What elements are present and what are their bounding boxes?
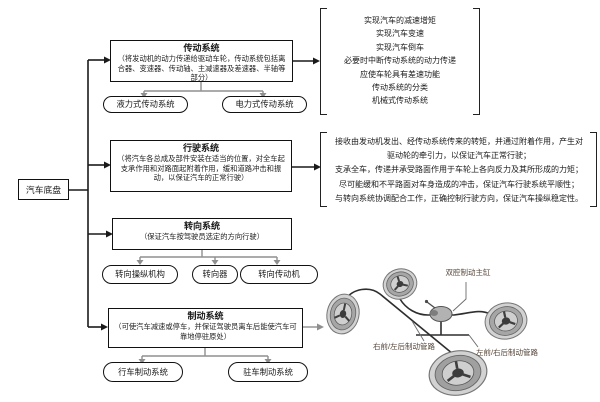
pill-steering-linkage: 转向传动机 bbox=[240, 265, 318, 284]
transmission-function-list: 实现汽车的减速增矩 实现汽车变速 实现汽车倒车 必要时中断传动系统的动力传递 应… bbox=[326, 14, 474, 108]
braking-box: 制动系统 （可使汽车减速或停车，并保证驾驶员离车后能使汽车可靠地停驻原处） bbox=[108, 308, 303, 348]
steering-title: 转向系统 bbox=[183, 221, 220, 231]
wheel-icon bbox=[382, 268, 418, 300]
transmission-desc: （将发动机的动力传递给驱动车轮，传动系统包括离合器、变速器、传动轴、主减速器及差… bbox=[117, 54, 286, 83]
transmission-function-item: 必要时中断传动系统的动力传递 bbox=[344, 56, 456, 66]
master-cylinder-icon bbox=[424, 299, 453, 322]
running-box: 行驶系统 （将汽车各总成及部件安装在适当的位置，对全车起支承作用和对路面起附着作… bbox=[110, 140, 292, 192]
branch-lines-gray bbox=[139, 81, 317, 359]
steering-box: 转向系统 （保证汽车按驾驶员选定的方向行驶） bbox=[112, 218, 292, 250]
pill-parking-brake: 驻车制动系统 bbox=[228, 362, 308, 382]
pill-service-brake: 行车制动系统 bbox=[103, 362, 183, 382]
pill-steering-gear: 转向器 bbox=[192, 265, 238, 284]
pill-hydraulic-transmission: 液力式传动系统 bbox=[103, 96, 188, 113]
transmission-function-item: 传动系统的分类 bbox=[372, 83, 428, 93]
braking-desc: （可使汽车减速或停车，并保证驾驶员离车后能使汽车可靠地停驻原处） bbox=[114, 322, 297, 341]
bracket-right-transmission bbox=[473, 8, 480, 115]
transmission-function-item: 实现汽车变速 bbox=[376, 29, 424, 39]
right-front-left-rear-line-label: 右前/左后制动管路 bbox=[372, 342, 436, 351]
brake-circuit-illustration bbox=[326, 268, 528, 396]
running-function-item: 驱动轮的牵引力，以保证汽车正常行驶； bbox=[387, 151, 531, 161]
left-front-right-rear-line-label: 左前/右后制动管路 bbox=[475, 348, 539, 357]
bracket-right-running bbox=[590, 132, 597, 207]
bracket-left-running bbox=[320, 132, 327, 207]
pill-steering-control: 转向操纵机构 bbox=[102, 265, 178, 284]
transmission-box: 传动系统 （将发动机的动力传递给驱动车轮，传动系统包括离合器、变速器、传动轴、主… bbox=[110, 40, 293, 82]
label-leader-line bbox=[411, 282, 479, 348]
running-title: 行驶系统 bbox=[182, 143, 219, 153]
steering-desc: （保证汽车按驾驶员选定的方向行驶） bbox=[139, 232, 265, 241]
master-cylinder-label: 双腔制动主缸 bbox=[445, 268, 491, 277]
transmission-function-item: 实现汽车倒车 bbox=[376, 42, 424, 52]
chassis-root-box: 汽车底盘 bbox=[18, 179, 69, 200]
running-function-item: 与转向系统协调配合工作，正确控制行驶方向，保证汽车操纵稳定性。 bbox=[335, 193, 583, 203]
arrowheads-black bbox=[101, 56, 321, 331]
wheel-icon bbox=[326, 293, 360, 335]
trunk-line bbox=[68, 59, 314, 328]
wheel-icon bbox=[428, 350, 488, 396]
wheel-icon bbox=[484, 302, 528, 340]
braking-title: 制动系统 bbox=[187, 311, 224, 321]
running-function-list: 接收由发动机发出、经传动系统传来的转矩，并通过附着作用，产生对 驱动轮的牵引力，… bbox=[327, 135, 591, 206]
running-desc: （将汽车各总成及部件安装在适当的位置，对全车起支承作用和对路面起附着作用，缓和道… bbox=[117, 154, 285, 183]
running-function-item: 接收由发动机发出、经传动系统传来的转矩，并通过附着作用，产生对 bbox=[335, 137, 583, 146]
transmission-function-item: 实现汽车的减速增矩 bbox=[364, 16, 436, 25]
running-function-item: 支承全车，传递并承受路面作用于车轮上各向反力及其所形成的力矩； bbox=[335, 165, 583, 175]
transmission-title: 传动系统 bbox=[183, 43, 220, 53]
transmission-function-item: 机械式传动系统 bbox=[372, 96, 428, 106]
running-function-item: 尽可能缓和不平路面对车身造成的冲击，保证汽车行驶系统平顺性； bbox=[339, 179, 579, 189]
arrowheads-gray bbox=[136, 93, 324, 364]
bracket-left-transmission bbox=[320, 8, 327, 115]
pill-electric-transmission: 电力式传动系统 bbox=[222, 96, 307, 113]
transmission-function-item: 应使车轮具有差速功能 bbox=[360, 69, 440, 79]
chassis-root-label: 汽车底盘 bbox=[25, 185, 62, 195]
